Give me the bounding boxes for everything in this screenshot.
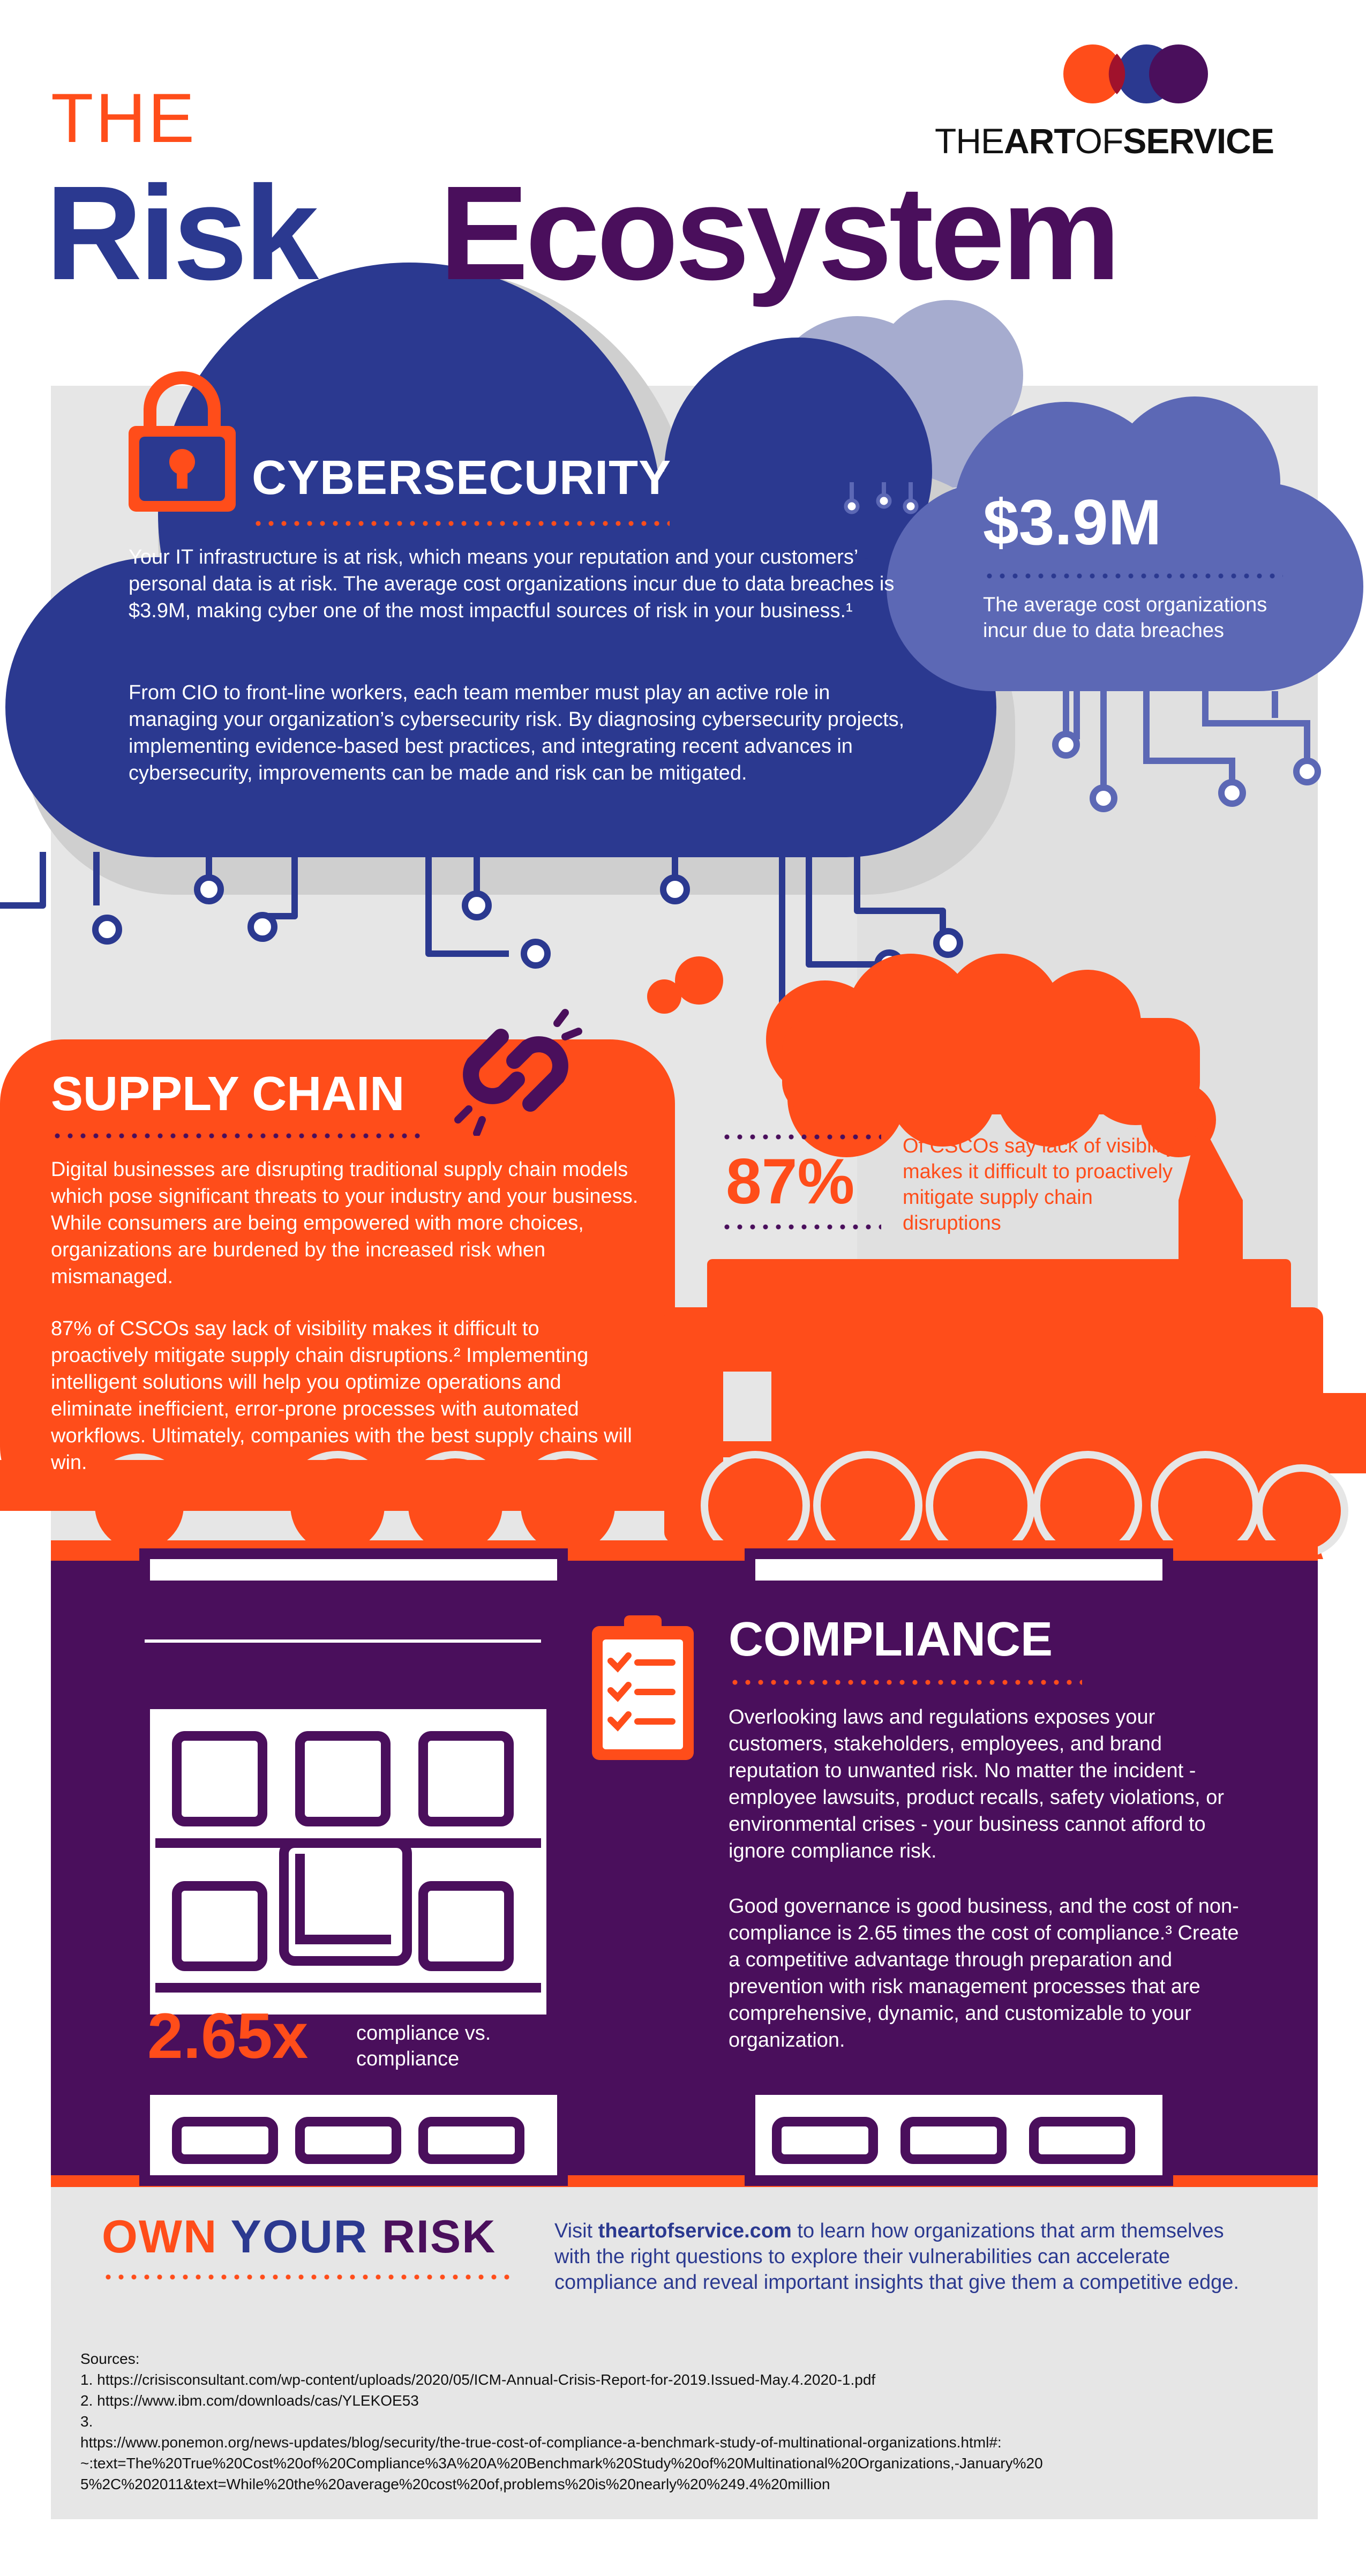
title-ecosystem: Ecosystem — [439, 158, 1121, 308]
own-risk-panel — [51, 2187, 1318, 2519]
source-3-line-3: 5%2C%202011&text=While%20the%20average%2… — [80, 2476, 830, 2492]
compliance-heading: COMPLIANCE — [729, 1613, 1053, 1666]
supply-chain-heading: SUPPLY CHAIN — [51, 1067, 405, 1121]
supply-stat-dots-top — [720, 1134, 881, 1140]
cyber-stat-value: $3.9M — [983, 486, 1162, 558]
title-the: THE — [51, 79, 197, 157]
title-risk: Risk — [46, 158, 319, 308]
office-illustration — [139, 1548, 1173, 2186]
supply-stat-caption: Of CSCOs say lack of visibility makes it… — [903, 1135, 1176, 1234]
sources-label: Sources: — [80, 2350, 140, 2367]
own-your-risk-dots — [102, 2274, 514, 2280]
cybersecurity-dots — [252, 521, 670, 526]
compliance-paragraph-1: Overlooking laws and regulations exposes… — [729, 1706, 1225, 1862]
supply-chain-card — [0, 1039, 675, 1511]
supply-stat-dots-bottom — [720, 1224, 881, 1230]
cybersecurity-paragraph-1: Your IT infrastructure is at risk, which… — [129, 546, 895, 622]
cybersecurity-heading: CYBERSECURITY — [252, 451, 672, 505]
compliance-stat-value: 2.65x — [147, 2000, 309, 2072]
own-your-risk-heading: OWN YOUR RISK — [102, 2211, 497, 2263]
source-3-line-1: https://www.ponemon.org/news-updates/blo… — [80, 2434, 1002, 2451]
train-smoke — [766, 954, 1216, 1157]
supply-chain-paragraph-2: 87% of CSCOs say lack of visibility make… — [51, 1317, 632, 1474]
own-your-risk-text: Visit theartofservice.com to learn how o… — [554, 2220, 1239, 2294]
source-3-number: 3. — [80, 2413, 93, 2430]
compliance-stat-caption: The cost of non-compliance vs. complianc… — [356, 1996, 504, 2070]
sources-block: Sources: 1. https://crisisconsultant.com… — [80, 2348, 1312, 2495]
lock-icon — [129, 371, 236, 512]
broken-chain-icon — [454, 1009, 582, 1136]
compliance-paragraph-2: Good governance is good business, and th… — [729, 1895, 1239, 2051]
theartofservice-link[interactable]: theartofservice.com — [598, 2220, 792, 2242]
supply-chain-paragraph-1: Digital businesses are disrupting tradit… — [51, 1158, 639, 1288]
compliance-dots — [729, 1680, 1082, 1685]
brand-wordmark: THEARTOFSERVICE — [935, 121, 1274, 161]
cyber-stat-caption: The average cost organizations incur due… — [983, 594, 1267, 642]
source-2: 2. https://www.ibm.com/downloads/cas/YLE… — [80, 2392, 419, 2409]
stat-cloud — [887, 396, 1363, 691]
supply-stat-value: 87% — [726, 1145, 855, 1217]
cyber-stat-dots — [983, 573, 1283, 579]
source-3-line-2: ~:text=The%20True%20Cost%20of%20Complian… — [80, 2455, 1043, 2472]
source-1: 1. https://crisisconsultant.com/wp-conte… — [80, 2371, 876, 2388]
clipboard-checklist-icon — [592, 1615, 694, 1760]
cybersecurity-paragraph-2: From CIO to front-line workers, each tea… — [129, 682, 905, 784]
brand-logo-circles — [1063, 44, 1208, 103]
supply-chain-dots — [51, 1133, 426, 1139]
